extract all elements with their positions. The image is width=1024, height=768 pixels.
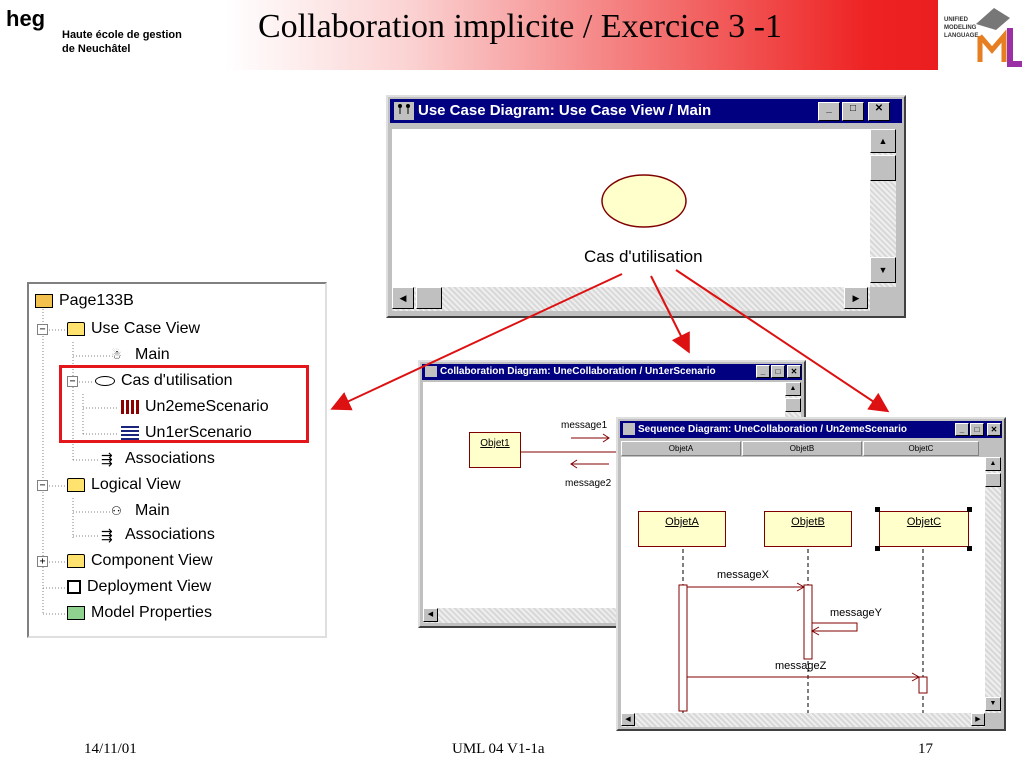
lifeline-objetc[interactable]: ObjetC	[879, 511, 969, 547]
tree-item-root[interactable]: Page133B	[35, 292, 134, 310]
scroll-right-button[interactable]: ▶	[844, 287, 868, 309]
tree-item-main-usecase[interactable]: ☃ Main	[111, 346, 170, 363]
sequence-canvas[interactable]: ObjetA ObjetB ObjetC	[621, 457, 985, 713]
column-header-objetb[interactable]: ObjetB	[742, 441, 862, 456]
sequence-window-titlebar[interactable]: Sequence Diagram: UneCollaboration / Un2…	[620, 421, 1002, 438]
usecase-diagram-icon	[394, 102, 414, 120]
lifeline-objeta[interactable]: ObjetA	[638, 511, 726, 547]
maximize-button[interactable]: □	[771, 365, 785, 378]
tree-item-logical-view[interactable]: Logical View	[67, 476, 181, 494]
object-objet1[interactable]: Objet1	[469, 432, 521, 468]
associations-icon: ⇶	[101, 451, 113, 467]
expand-component-view[interactable]: +	[37, 556, 48, 567]
tree-item-model-properties[interactable]: Model Properties	[67, 604, 212, 622]
close-button[interactable]: ✕	[868, 102, 890, 121]
message-z-label: messageZ	[775, 660, 827, 672]
usecase-icon	[95, 376, 115, 386]
collapse-use-case-view[interactable]: −	[37, 324, 48, 335]
scroll-down-button[interactable]: ▼	[985, 697, 1001, 711]
footer-page-number: 17	[918, 741, 933, 757]
class-diagram-icon: ⚇	[111, 504, 122, 518]
collab-message1: message1	[561, 420, 608, 431]
scroll-thumb[interactable]	[785, 398, 801, 412]
usecase-vscroll[interactable]: ▲ ▼	[870, 129, 896, 287]
associations-icon: ⇶	[101, 527, 113, 543]
maximize-button[interactable]: □	[842, 102, 864, 121]
scroll-thumb[interactable]	[985, 473, 1001, 487]
properties-icon	[67, 606, 85, 620]
uml-logo-icon	[976, 8, 1022, 67]
lifeline-objetb[interactable]: ObjetB	[764, 511, 852, 547]
tree-item-component-view[interactable]: Component View	[67, 552, 213, 570]
sequence-hscroll[interactable]: ◀ ▶	[621, 713, 985, 727]
sequence-diagram-icon	[121, 426, 139, 440]
scroll-down-button[interactable]: ▼	[870, 257, 896, 283]
usecase-diagram-icon: ☃	[111, 348, 122, 362]
scroll-left-button[interactable]: ◀	[392, 287, 414, 309]
sequence-column-header: ObjetA ObjetB ObjetC	[621, 441, 981, 456]
scroll-left-button[interactable]: ◀	[423, 608, 438, 622]
close-button[interactable]: ✕	[787, 365, 801, 378]
minimize-button[interactable]: _	[818, 102, 840, 121]
sequence-vscroll[interactable]: ▲ ▼	[985, 457, 1001, 713]
folder-icon	[67, 554, 85, 568]
heg-logo: heg	[6, 6, 46, 31]
usecase-label: Cas d'utilisation	[584, 247, 703, 266]
footer-date: 14/11/01	[84, 741, 137, 757]
column-header-objeta[interactable]: ObjetA	[621, 441, 741, 456]
scroll-left-button[interactable]: ◀	[621, 713, 635, 726]
model-root-icon	[35, 294, 53, 308]
usecase-ellipse[interactable]	[601, 174, 687, 228]
scroll-up-button[interactable]: ▲	[985, 457, 1001, 471]
scroll-up-button[interactable]: ▲	[870, 129, 896, 153]
sequence-diagram-window[interactable]: Sequence Diagram: UneCollaboration / Un2…	[616, 417, 1006, 731]
tree-item-un2emescenario[interactable]: Un2emeScenario	[121, 398, 269, 416]
collab-message2: message2	[565, 478, 612, 489]
tree-item-deployment-view[interactable]: Deployment View	[67, 578, 211, 596]
maximize-button[interactable]: □	[970, 423, 984, 436]
collapse-usecase-item[interactable]: −	[67, 376, 78, 387]
collab-window-titlebar[interactable]: Collaboration Diagram: UneCollaboration …	[422, 364, 802, 380]
cube-icon	[67, 580, 81, 594]
column-header-objetc[interactable]: ObjetC	[863, 441, 979, 456]
minimize-button[interactable]: _	[756, 365, 770, 378]
collapse-logical-view[interactable]: −	[37, 480, 48, 491]
highlight-box	[59, 365, 309, 443]
collaboration-diagram-icon	[121, 400, 139, 414]
tree-item-associations-usecase[interactable]: ⇶ Associations	[101, 450, 215, 467]
usecase-diagram-window[interactable]: Use Case Diagram: Use Case View / Main _…	[386, 95, 906, 318]
slide-title: Collaboration implicite / Exercice 3 -1	[258, 8, 782, 45]
hscroll-thumb[interactable]	[416, 287, 442, 309]
close-button[interactable]: ✕	[987, 423, 1001, 436]
usecase-window-titlebar[interactable]: Use Case Diagram: Use Case View / Main	[390, 99, 902, 123]
school-name: Haute école de gestion de Neuchâtel	[62, 29, 182, 55]
minimize-button[interactable]: _	[955, 423, 969, 436]
tree-item-use-case-view[interactable]: Use Case View	[67, 320, 200, 338]
slide-header: heg Haute école de gestion de Neuchâtel …	[0, 0, 1024, 70]
scroll-up-button[interactable]: ▲	[785, 382, 801, 396]
scroll-thumb[interactable]	[870, 155, 896, 181]
usecase-hscroll[interactable]: ◀ ▶	[392, 287, 870, 311]
model-browser-tree[interactable]: − − − + Page133B Use Case View ☃ Main Ca…	[27, 282, 327, 638]
sequence-diagram-icon	[623, 423, 635, 435]
message-y-label: messageY	[830, 607, 882, 619]
footer-course: UML 04 V1-1a	[452, 741, 545, 757]
scroll-right-button[interactable]: ▶	[971, 713, 985, 726]
tree-item-associations-logical[interactable]: ⇶ Associations	[101, 526, 215, 543]
folder-icon	[67, 322, 85, 336]
tree-item-cas-utilisation[interactable]: Cas d'utilisation	[95, 372, 233, 390]
usecase-canvas[interactable]: Cas d'utilisation	[392, 129, 870, 287]
uml-logo: UNIFIED MODELING LANGUAGE	[938, 0, 1024, 70]
tree-item-main-logical[interactable]: ⚇ Main	[111, 502, 170, 519]
message-x-label: messageX	[717, 569, 769, 581]
collaboration-diagram-icon	[425, 366, 437, 377]
tree-item-un1erscenario[interactable]: Un1erScenario	[121, 424, 252, 442]
folder-icon	[67, 478, 85, 492]
